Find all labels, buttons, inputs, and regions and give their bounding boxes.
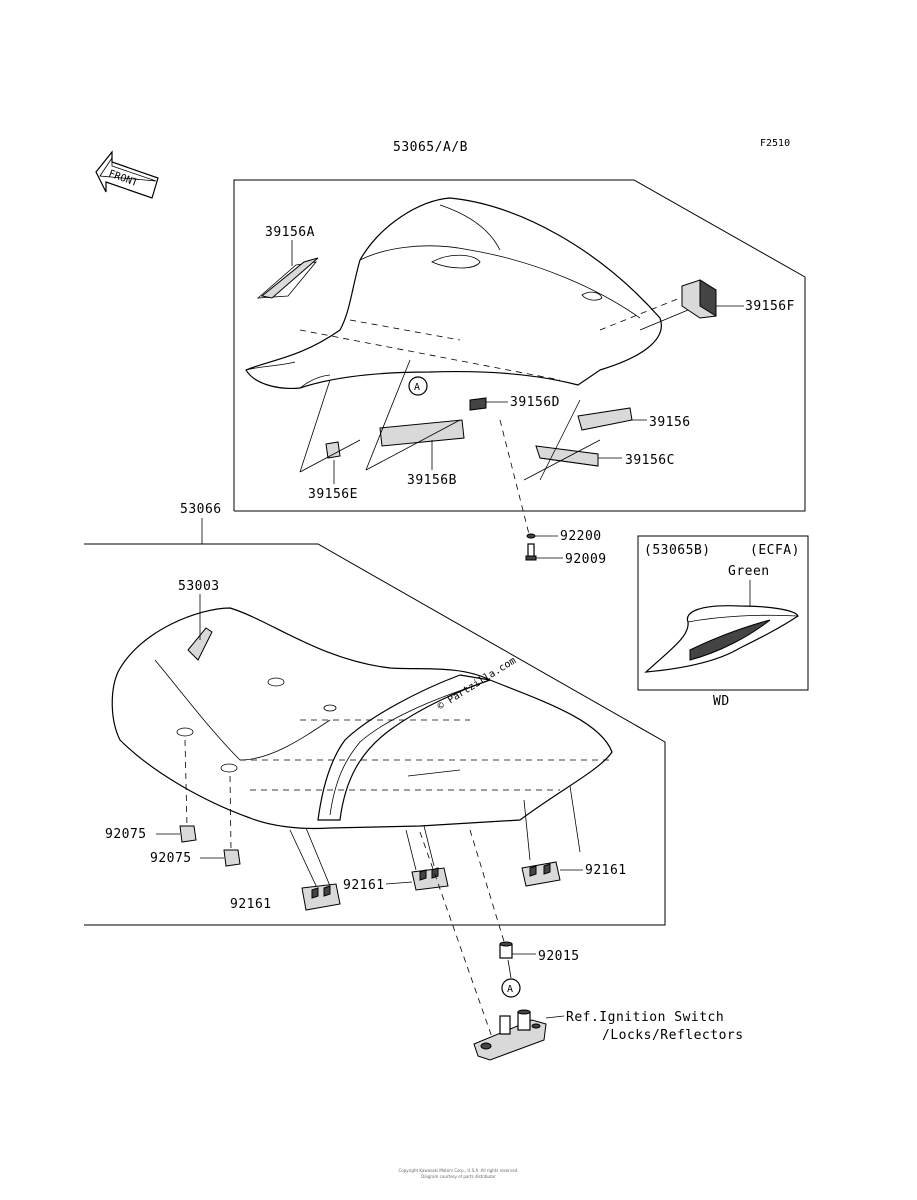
pad-39156B	[379, 419, 465, 447]
lock-assembly	[473, 1009, 547, 1061]
label-39156E: 39156E	[308, 487, 358, 502]
label-39156F: 39156F	[745, 299, 795, 314]
pad-39156C	[535, 445, 599, 467]
circle-ref-upper: A	[408, 376, 428, 396]
label-92015: 92015	[538, 949, 580, 964]
pad-39156F	[681, 279, 717, 319]
svg-text:A: A	[414, 382, 420, 393]
nut-92075-upper	[179, 825, 197, 843]
label-39156: 39156	[649, 415, 691, 430]
footer-line1: Copyright Kawasaki Motors Corp., U.S.A. …	[398, 1168, 519, 1173]
pad-39156E	[325, 441, 341, 459]
inset-caption: WD	[713, 694, 730, 709]
circle-ref-lower: A	[501, 978, 521, 998]
bracket-92161-left	[301, 883, 341, 911]
inset-region: (ECFA)	[750, 543, 800, 558]
washer-92200	[526, 533, 536, 539]
upper-seat-cover	[245, 197, 701, 390]
bracket-92161-right	[521, 861, 561, 887]
bolt-92009	[525, 543, 537, 561]
collar-92015	[499, 941, 513, 959]
upper-seat-frame	[233, 179, 806, 512]
label-53003: 53003	[178, 579, 220, 594]
inset-box: (53065B) (ECFA) Green	[637, 535, 809, 691]
label-92200: 92200	[560, 529, 602, 544]
label-92009: 92009	[565, 552, 607, 567]
label-39156A: 39156A	[265, 225, 315, 240]
label-39156D: 39156D	[510, 395, 560, 410]
figure-code: F2510	[760, 138, 790, 149]
label-92161-right: 92161	[585, 863, 627, 878]
svg-text:A: A	[507, 984, 513, 995]
label-92161-center: 92161	[343, 878, 385, 893]
reference-line2: /Locks/Reflectors	[602, 1028, 744, 1043]
label-92075-upper: 92075	[105, 827, 147, 842]
inset-color: Green	[728, 564, 770, 579]
lower-seat	[111, 607, 613, 830]
assembly-label-upper: 53065/A/B	[393, 140, 468, 155]
label-39156C: 39156C	[625, 453, 675, 468]
reference-line1: Ref.Ignition Switch	[566, 1010, 724, 1025]
pad-39156D	[469, 397, 487, 411]
bracket-92161-center	[411, 867, 449, 891]
nut-92075-lower	[223, 849, 241, 867]
pad-39156	[577, 407, 633, 431]
footer-line2: Diagram courtesy of parts distributor	[421, 1174, 496, 1179]
label-92161-left: 92161	[230, 897, 272, 912]
label-39156B: 39156B	[407, 473, 457, 488]
assembly-label-lower: 53066	[180, 502, 222, 517]
inset-model: (53065B)	[644, 543, 711, 558]
front-arrow-icon: FRONT	[95, 150, 159, 199]
label-92075-lower: 92075	[150, 851, 192, 866]
pad-39156A	[260, 257, 319, 299]
lower-seat-frame	[84, 543, 666, 926]
